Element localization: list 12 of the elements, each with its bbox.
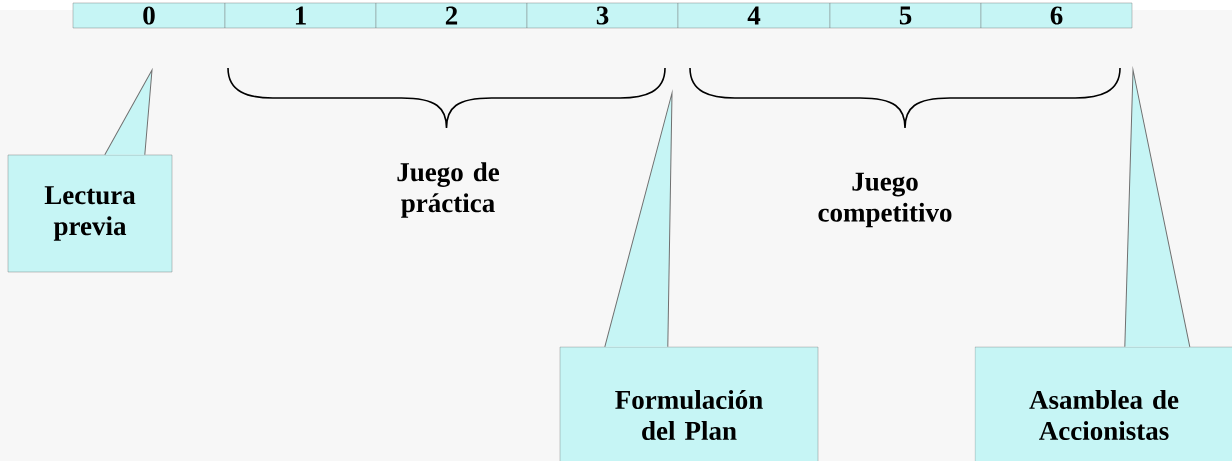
timeline-cell: 4 — [677, 2, 831, 29]
timeline-cell: 3 — [526, 2, 679, 29]
callout-box: Lectura previa — [7, 154, 173, 273]
timeline-cell: 0 — [72, 2, 226, 29]
timeline-cell: 5 — [829, 2, 982, 29]
brace-label: Juego competitivo — [818, 172, 952, 228]
timeline-cell: 2 — [375, 2, 528, 29]
brace-label: Juego de práctica — [397, 162, 500, 218]
callout-box: Formulación del Plan — [559, 346, 819, 461]
callout-box: Asamblea de Accionistas — [974, 346, 1232, 461]
timeline-cell: 6 — [980, 2, 1133, 29]
timeline-cell: 1 — [224, 2, 377, 29]
